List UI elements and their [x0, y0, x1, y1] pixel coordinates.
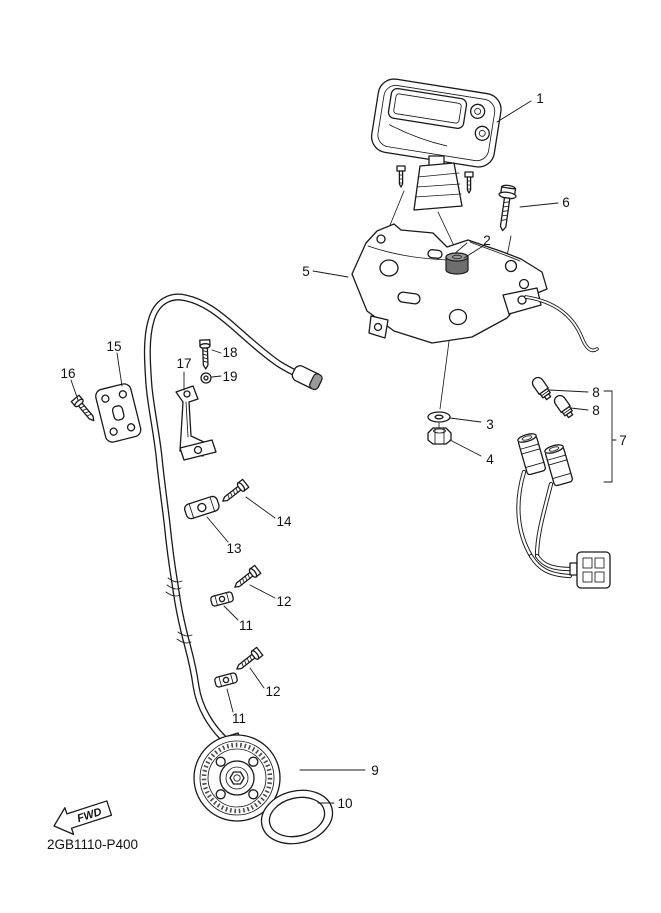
holder-screw — [219, 478, 250, 506]
callout-17: 17 — [176, 356, 191, 371]
callout-11b: 11 — [232, 711, 246, 726]
fwd-arrow: FWD — [53, 800, 113, 836]
cable-clamp-lower — [213, 671, 239, 689]
bracket-screw — [199, 339, 212, 370]
callout-12b: 12 — [265, 684, 280, 699]
callout-14: 14 — [276, 514, 292, 529]
meter-stud-left — [396, 165, 406, 188]
bulb-lower — [551, 392, 576, 420]
socket-cord-assembly — [516, 431, 611, 589]
washer-3 — [427, 411, 451, 423]
flange-bolt — [498, 184, 517, 232]
callout-leaders — [70, 100, 617, 804]
clamp-screw-upper — [231, 564, 262, 592]
callout-13: 13 — [226, 541, 241, 556]
meter-button-upper — [469, 103, 486, 119]
meter-assembly — [370, 78, 502, 211]
diagram-code: 2GB1110-P400 — [47, 837, 138, 852]
callout-1: 1 — [536, 91, 544, 106]
nut-4 — [427, 427, 452, 445]
meter-bracket — [351, 223, 599, 353]
cable-clamp-upper — [209, 590, 235, 608]
callout-3: 3 — [486, 417, 494, 432]
meter-boot — [413, 155, 463, 211]
bulb-upper — [529, 374, 554, 402]
connector-block — [569, 551, 611, 589]
sensor-bracket — [175, 385, 217, 461]
callout-16: 16 — [60, 366, 75, 381]
callout-5: 5 — [302, 264, 310, 279]
mount-plate — [95, 383, 142, 443]
callout-19: 19 — [222, 369, 237, 384]
callout-8b: 8 — [592, 403, 600, 418]
plate-screw — [70, 394, 99, 425]
damper-grommet — [445, 252, 469, 275]
callout-10: 10 — [337, 796, 352, 811]
callout-18: 18 — [222, 345, 237, 360]
callout-8a: 8 — [592, 385, 600, 400]
callout-15: 15 — [106, 339, 121, 354]
bracket-stay-wire — [524, 295, 599, 353]
meter-display — [387, 87, 468, 130]
clamp-screw-lower — [233, 646, 264, 674]
sensor-rotor — [193, 732, 281, 822]
meter-button-lower — [474, 125, 490, 141]
callout-4: 4 — [486, 452, 494, 467]
callout-12a: 12 — [276, 594, 291, 609]
callout-9: 9 — [371, 763, 379, 778]
bracket-washer — [200, 372, 212, 384]
cable-end-cap — [291, 365, 323, 391]
callout-2: 2 — [483, 233, 491, 248]
cable-boot-marks — [165, 577, 193, 644]
cable-holder — [184, 495, 220, 520]
meter-stud-right — [464, 171, 474, 194]
rotor-ring — [260, 789, 334, 845]
speed-sensor-cable — [143, 293, 323, 750]
callout-6: 6 — [562, 195, 570, 210]
callout-11a: 11 — [239, 618, 253, 633]
callout-7: 7 — [619, 433, 627, 448]
callout-labels: 1 2 3 4 5 6 7 8 8 9 10 11 11 12 12 13 14… — [60, 91, 626, 811]
